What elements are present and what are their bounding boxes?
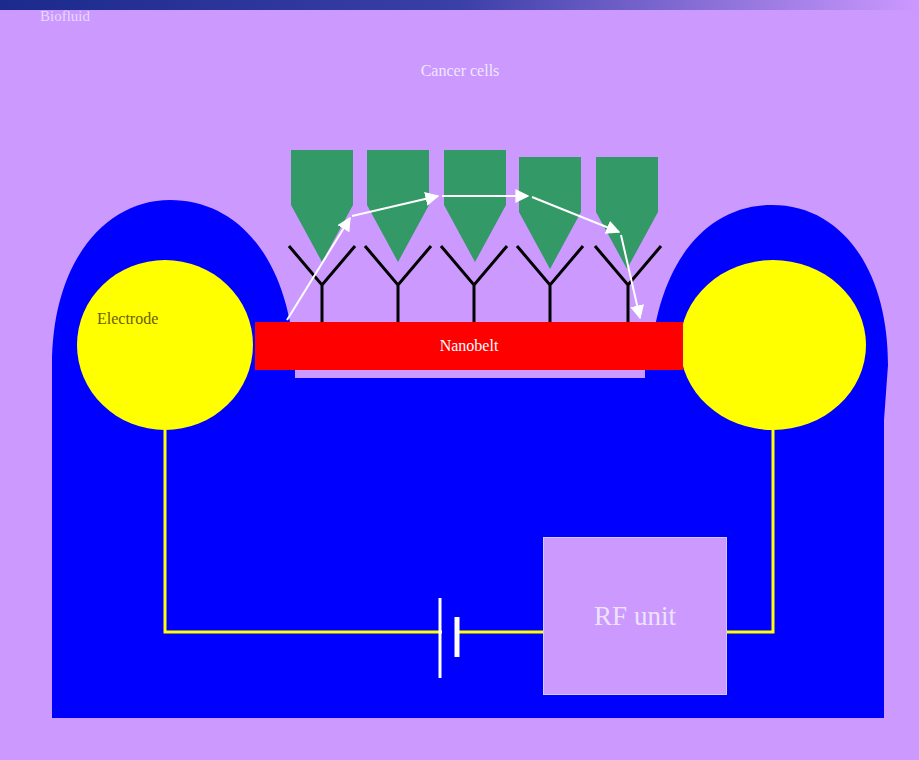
- antibody: [595, 246, 661, 323]
- cancer-cell: [291, 150, 353, 262]
- node-text: Nanobelt: [440, 337, 499, 355]
- nanobelt: Nanobelt: [255, 322, 683, 370]
- cancer-cell: [444, 150, 506, 262]
- group-label: Cancer cells: [421, 62, 500, 80]
- wire: [165, 430, 543, 632]
- node-text: Electrode: [97, 310, 158, 328]
- electrode-circle: [77, 260, 253, 430]
- antibody-y: [595, 246, 661, 323]
- electrode: Electrode: [77, 260, 253, 430]
- electron-arrow: [532, 197, 619, 232]
- rf-unit-box: RF unit: [543, 537, 727, 695]
- electron-arrow: [352, 196, 438, 216]
- antibody-y: [517, 246, 583, 323]
- electron-arrow: [621, 235, 640, 318]
- substrate-strip: [295, 370, 645, 378]
- electron-arrow: [287, 218, 350, 320]
- battery-long-plate: [439, 598, 442, 678]
- battery-gap: [442, 620, 455, 644]
- wire: [727, 430, 773, 632]
- cancer-cell: [596, 157, 658, 269]
- battery-short-plate: [455, 617, 460, 657]
- electrode-circle: [680, 260, 866, 430]
- antibody-y: [289, 246, 355, 323]
- antibodies: [289, 246, 661, 323]
- electrode-ellipse: [77, 260, 253, 430]
- electron-arrow: [442, 195, 528, 197]
- node-text: RF unit: [594, 601, 676, 632]
- electron-path: [287, 196, 640, 320]
- title-bar: [0, 0, 919, 10]
- antibody: [441, 246, 507, 323]
- antibody: [365, 246, 431, 323]
- cancer-cells: [291, 150, 658, 269]
- antibody-y: [365, 246, 431, 323]
- device-body: [52, 200, 888, 718]
- antibody-y: [441, 246, 507, 323]
- antibody: [517, 246, 583, 323]
- antibody: [289, 246, 355, 323]
- region-label: Biofluid: [40, 8, 90, 25]
